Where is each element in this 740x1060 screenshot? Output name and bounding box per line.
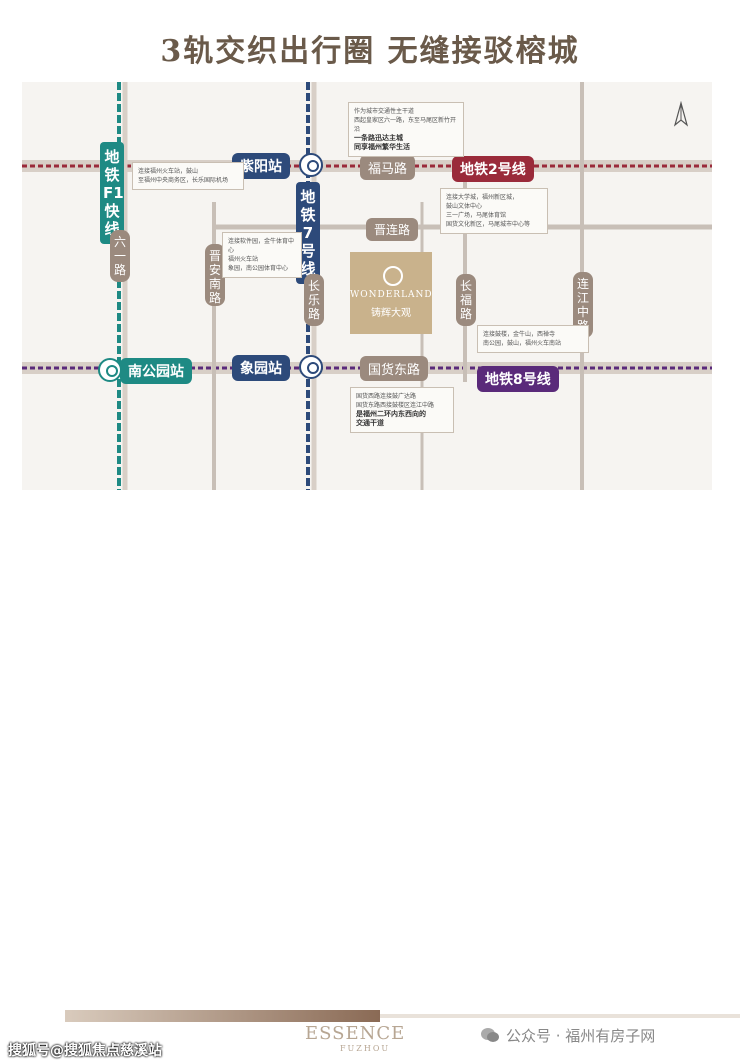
- project-logo-icon: [383, 266, 403, 286]
- metro-f1-label: 地铁F1快线: [100, 142, 124, 244]
- note-right: 连接大学城，福州新区城，鼓山文体中心 三一广场，马尾体育馆国货文化新区，马尾城市…: [440, 188, 548, 234]
- brand-logo: ESSENCE: [305, 1023, 406, 1044]
- note-right-lower: 连接鼓楼，金牛山，西禅寺南公园，鼓山，福州火车南站: [477, 325, 589, 353]
- metro-station-icon: [98, 358, 122, 382]
- note-bottom: 国货西路连接鼓广达路国货东路西接鼓楼区连江中路 是福州二环内东西向的交通干道: [350, 387, 454, 433]
- page-title: 3轨交织出行圈 无缝接驳榕城: [160, 34, 580, 69]
- station-xiangyuan: 象园站: [232, 355, 290, 381]
- north-arrow-icon: [673, 101, 689, 127]
- road-guohuo-label: 国货东路: [360, 356, 429, 381]
- road-lianjiang-label: 连江中路: [573, 272, 593, 338]
- road-jinan-label: 晋安南路: [205, 244, 225, 306]
- road-changle-label: 长乐路: [304, 274, 324, 326]
- note-mid-left: 连接软件园，金牛体育中心福州火车站象园，南公园体育中心: [222, 232, 302, 278]
- road-jinlian-label: 晋连路: [366, 218, 419, 241]
- note-top: 作为城市交通性主干道西起皇家区六一路，东至马尾区新竹开沿 一条路迅达主城同享福州…: [348, 102, 464, 157]
- metro-8-label: 地铁8号线: [477, 366, 559, 392]
- wechat-account: 公众号 · 福州有房子网: [506, 1027, 656, 1045]
- watermark: 搜狐号@搜狐焦点慈溪站: [8, 1043, 162, 1059]
- transit-map: 地铁F1快线 六一路 地铁7号线 长乐路 紫阳站 象园站 南公园站 福马路 地铁…: [22, 82, 712, 490]
- footer-thin-bar: [380, 1014, 740, 1018]
- station-ziyang: 紫阳站: [232, 153, 290, 179]
- road-fuma-label: 福马路: [360, 155, 416, 180]
- metro-station-icon: [299, 355, 323, 379]
- brand-city: FUZHOU: [340, 1044, 391, 1053]
- metro-station-icon: [299, 153, 323, 177]
- project-cn-name: 铸辉大观: [371, 308, 411, 319]
- footer: ESSENCE FUZHOU 公众号 · 福州有房子网 搜狐号@搜狐焦点慈溪站: [0, 502, 740, 1059]
- wechat-icon: [481, 1028, 499, 1042]
- road-liuyi-label: 六一路: [110, 230, 130, 282]
- footer-gradient-bar: [65, 1010, 380, 1022]
- note-left: 连接福州火车站，鼓山至福州中央商务区，长乐国际机场: [132, 162, 244, 190]
- road-changfu-label: 长福路: [456, 274, 476, 326]
- metro-2-label: 地铁2号线: [452, 156, 534, 182]
- project-marker: WONDERLAND 铸辉大观: [350, 252, 432, 334]
- project-en-name: WONDERLAND: [350, 290, 433, 300]
- station-nangongyuan: 南公园站: [120, 358, 192, 384]
